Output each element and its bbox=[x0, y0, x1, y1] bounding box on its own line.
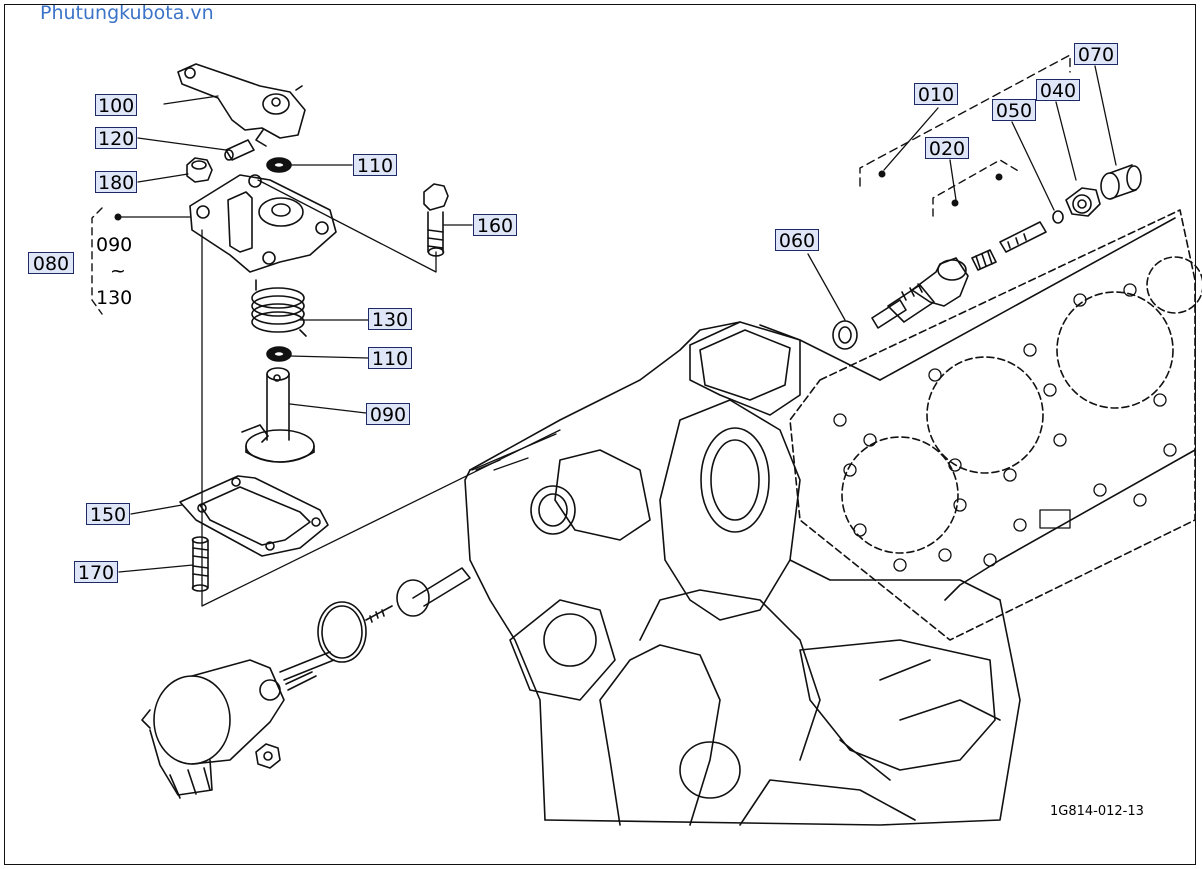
callout-160[interactable]: 160 bbox=[473, 214, 517, 237]
spring-020 bbox=[971, 249, 997, 271]
marker-dots bbox=[114, 170, 1003, 221]
callout-070[interactable]: 070 bbox=[1074, 43, 1118, 66]
group-bracket-080 bbox=[91, 207, 103, 315]
callout-020[interactable]: 020 bbox=[925, 137, 969, 160]
callout-130[interactable]: 130 bbox=[368, 308, 412, 331]
group-080-range-tilde: ~ bbox=[110, 260, 126, 282]
leader-lines bbox=[118, 65, 1117, 607]
drawing-code: 1G814-012-13 bbox=[1050, 804, 1144, 819]
callout-010[interactable]: 010 bbox=[914, 83, 958, 106]
gasket-holes bbox=[833, 283, 1177, 572]
governor-housing-080 bbox=[189, 174, 337, 273]
solenoid-assembly bbox=[141, 567, 471, 799]
stud-170 bbox=[191, 536, 209, 592]
callout-040[interactable]: 040 bbox=[1036, 79, 1080, 102]
spring-130 bbox=[251, 279, 307, 337]
cap-070 bbox=[1100, 164, 1142, 200]
pin-120 bbox=[224, 139, 255, 161]
nut-180 bbox=[186, 157, 213, 183]
callout-050[interactable]: 050 bbox=[992, 99, 1036, 122]
group-bracket-020 bbox=[932, 159, 1021, 217]
callout-110-top[interactable]: 110 bbox=[353, 154, 397, 177]
callout-100[interactable]: 100 bbox=[95, 94, 137, 117]
callout-120[interactable]: 120 bbox=[95, 127, 137, 150]
callout-060[interactable]: 060 bbox=[775, 229, 819, 252]
callout-180[interactable]: 180 bbox=[95, 171, 137, 194]
o-ring-110-bottom bbox=[266, 346, 292, 362]
washer-060 bbox=[832, 320, 858, 350]
needle-050 bbox=[999, 210, 1064, 253]
group-080-range-end: 130 bbox=[96, 287, 133, 309]
group-080-range-start: 090 bbox=[96, 234, 133, 256]
engine-block bbox=[464, 217, 1196, 826]
callout-170[interactable]: 170 bbox=[74, 561, 118, 584]
governor-lever-100 bbox=[177, 63, 306, 147]
callout-150[interactable]: 150 bbox=[86, 503, 130, 526]
head-gasket bbox=[789, 209, 1202, 641]
nut-040 bbox=[1065, 187, 1101, 217]
callout-080[interactable]: 080 bbox=[28, 252, 74, 275]
bolt-160 bbox=[423, 183, 449, 257]
nozzle-holder-010 bbox=[871, 257, 969, 329]
governor-shaft-090 bbox=[241, 367, 315, 463]
o-ring-110-top bbox=[266, 157, 292, 173]
diagram-frame bbox=[4, 4, 1196, 865]
callout-090[interactable]: 090 bbox=[366, 403, 410, 426]
callout-110-bottom[interactable]: 110 bbox=[368, 347, 412, 370]
group-bracket-010 bbox=[859, 54, 1071, 187]
watermark: Phutungkubota.vn bbox=[40, 2, 214, 24]
